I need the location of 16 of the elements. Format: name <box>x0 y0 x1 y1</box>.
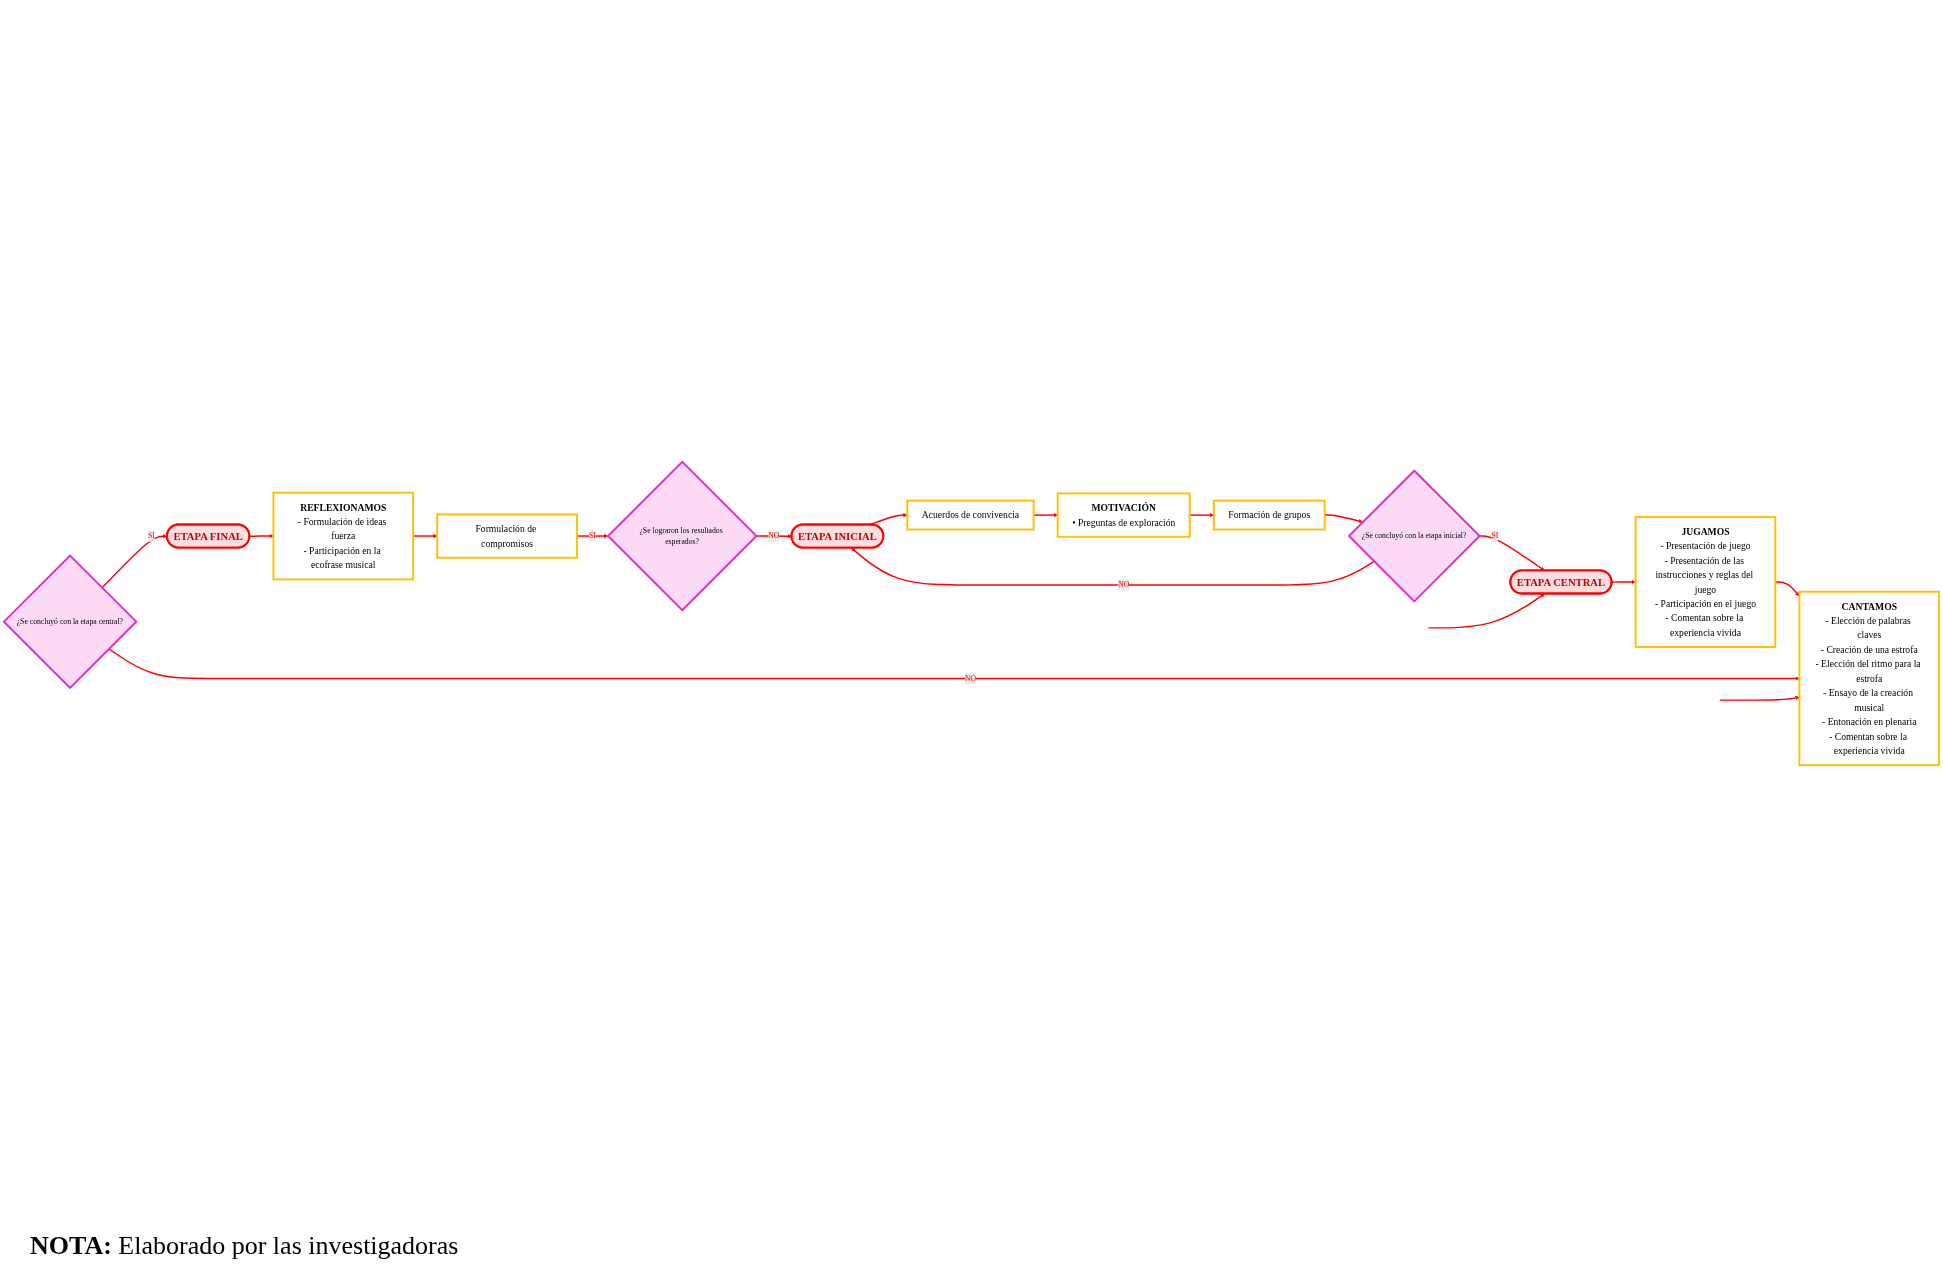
node-box: Formulación de compromisos <box>436 513 578 559</box>
caption: NOTA: Elaborado por las investigadoras <box>29 1230 460 1262</box>
arrow <box>1478 535 1545 571</box>
arrow <box>1427 593 1545 629</box>
arrow <box>108 648 1800 681</box>
arrow <box>1611 579 1636 585</box>
arrow <box>101 534 168 589</box>
node-box: Acuerdos de convivencia <box>906 499 1035 531</box>
node-box: REFLEXIONAMOS - Formulación de ideas fuerza - Participación en la ecofrase musical <box>272 491 415 581</box>
node-box: Formación de grupos <box>1212 499 1326 531</box>
node-box: MOTIVACIÓN • Preguntas de exploración <box>1056 492 1191 538</box>
arrow <box>851 547 1375 586</box>
node-box: JUGAMOS - Presentación de juego - Presentación de las instrucciones y reglas del juego - Participación en el juego - Comentan sobre la experiencia vivida <box>1634 515 1777 648</box>
node-box: CANTAMOS - Elección de palabras claves - Creación de una estrofa - Elección del ritmo para la estrofa - Ensayo de la creación musical - Entonación en plenaria - Comentan sobre la experiencia vivida <box>1798 590 1941 767</box>
arrow <box>576 533 609 539</box>
arrow <box>1719 695 1800 701</box>
